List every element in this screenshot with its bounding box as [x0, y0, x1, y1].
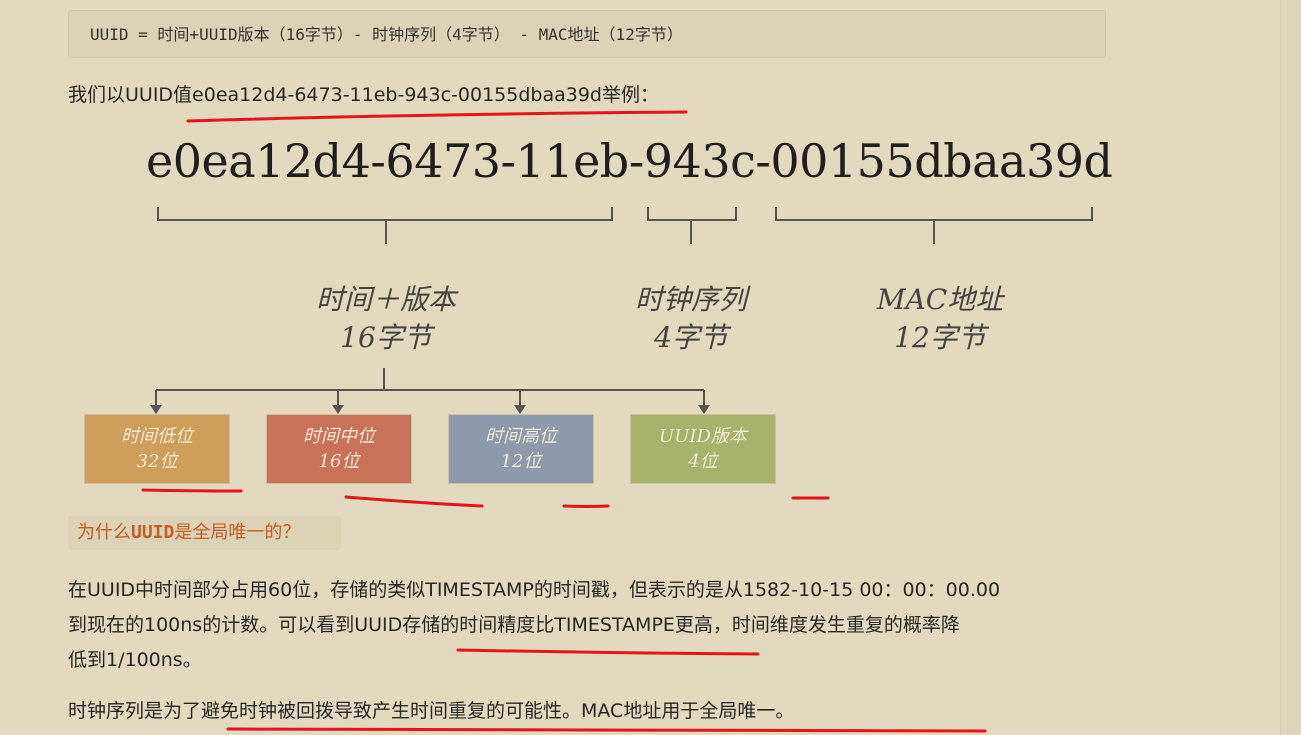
- part-bits: 12位: [500, 451, 542, 472]
- group-label-line2: 4字节: [654, 321, 728, 354]
- brace-time-version: [157, 207, 613, 244]
- part-time-mid: 时间中位 16位: [266, 414, 412, 484]
- paragraph-line: 到现在的100ns的计数。可以看到UUID存储的时间精度比TIMESTAMPE更…: [68, 614, 960, 636]
- group-time-version: 时间＋版本 16字节: [296, 281, 476, 357]
- last-paragraph: 时钟序列是为了避免时钟被回拨导致产生时间重复的可能性。MAC地址用于全局唯一。: [68, 700, 795, 722]
- underline-clock: [226, 727, 987, 733]
- underline-precision: [456, 648, 760, 656]
- diagram-uuid: e0ea12d4-6473-11eb-943c-00155dbaa39d: [146, 134, 1113, 188]
- group-label-line1: 时间＋版本: [315, 283, 456, 316]
- part-time-high: 时间高位 12位: [448, 414, 594, 484]
- group-label-line2: 12字节: [894, 321, 986, 354]
- code-block: UUID = 时间+UUID版本（16字节）- 时钟序列（4字节） - MAC地…: [68, 10, 1106, 58]
- underline-time-high: [562, 504, 610, 508]
- heading-suffix: 是全局唯一的？: [174, 522, 301, 543]
- underline-time-low: [141, 488, 243, 493]
- part-bits: 16位: [318, 451, 360, 472]
- group-label-line2: 16字节: [340, 321, 432, 354]
- part-bits: 4位: [688, 451, 718, 472]
- part-label: 时间高位: [485, 426, 557, 447]
- part-label: 时间中位: [303, 426, 375, 447]
- heading-prefix: 为什么: [77, 522, 131, 543]
- paragraph-line: 在UUID中时间部分占用60位，存储的类似TIMESTAMP的时间戳，但表示的是…: [68, 579, 1001, 601]
- underline-time-mid: [344, 495, 484, 508]
- paragraph-line: 低到1/100ns。: [68, 649, 202, 671]
- part-uuid-version: UUID版本 4位: [630, 414, 776, 484]
- group-label-line1: 时钟序列: [634, 283, 747, 316]
- brace-clock-seq: [647, 207, 737, 244]
- underline-intro: [186, 110, 688, 123]
- part-label: UUID版本: [659, 426, 747, 447]
- group-clock-seq: 时钟序列 4字节: [606, 281, 776, 357]
- brace-mac: [775, 207, 1093, 244]
- body-paragraph: 在UUID中时间部分占用60位，存储的类似TIMESTAMP的时间戳，但表示的是…: [68, 573, 1108, 678]
- section-heading: 为什么UUID是全局唯一的？: [68, 516, 341, 550]
- heading-code: UUID: [131, 522, 175, 543]
- part-time-low: 时间低位 32位: [84, 414, 230, 484]
- scrollbar[interactable]: [1280, 0, 1301, 735]
- group-label-line1: MAC地址: [876, 283, 1004, 316]
- intro-text: 我们以UUID值e0ea12d4-6473-11eb-943c-00155dba…: [68, 84, 659, 106]
- group-mac: MAC地址 12字节: [850, 281, 1030, 357]
- tree-connector: [155, 368, 705, 408]
- part-label: 时间低位: [121, 426, 193, 447]
- part-bits: 32位: [136, 451, 178, 472]
